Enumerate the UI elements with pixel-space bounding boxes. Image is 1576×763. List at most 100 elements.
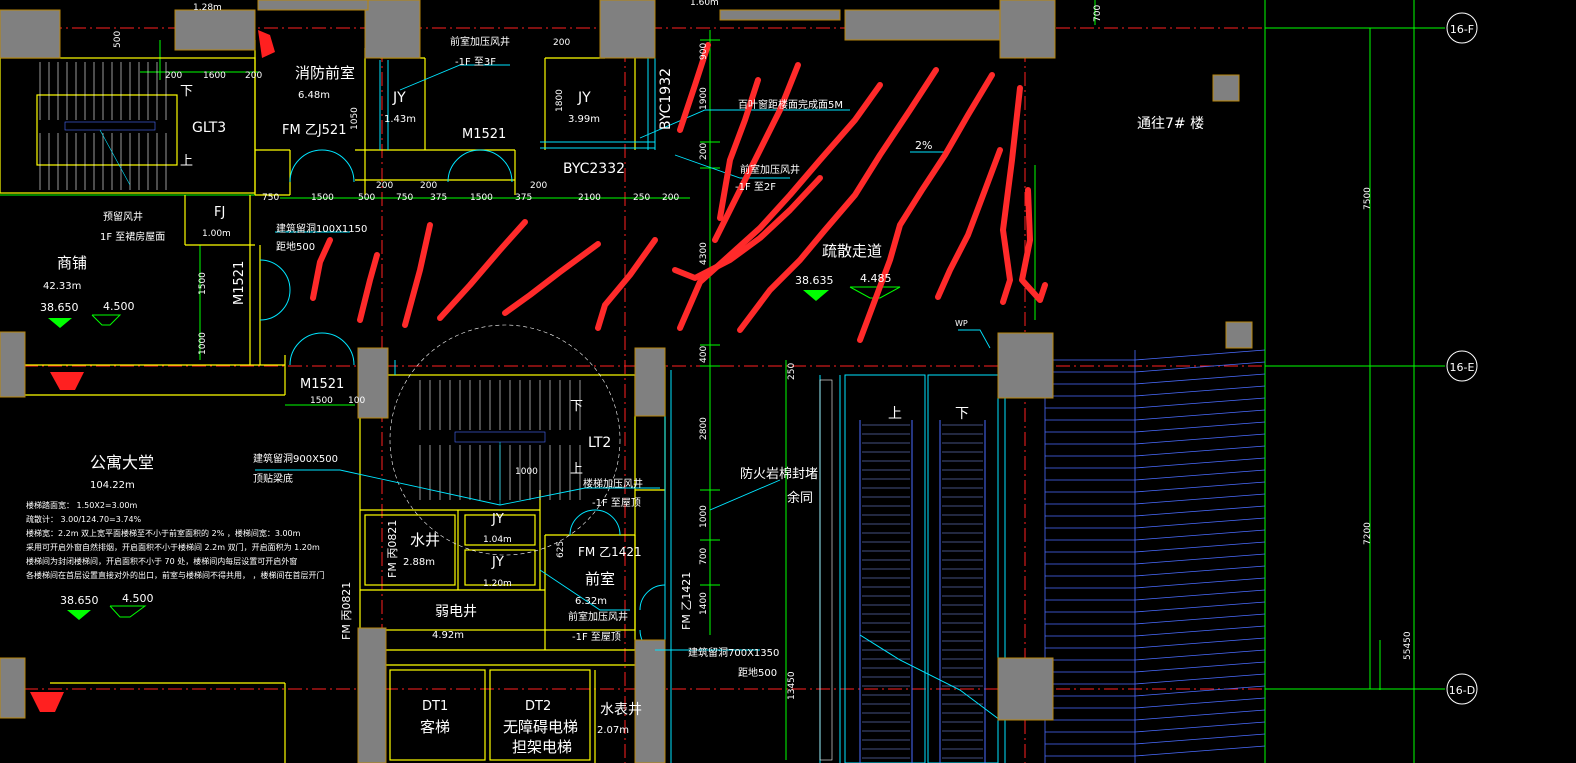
- label-jy-c-area: 1.04m: [483, 535, 512, 545]
- red-stroke: [672, 175, 823, 281]
- dim-200d: 200: [530, 181, 547, 191]
- label-reserve-shaft-floor: 1F 至裙房屋面: [100, 230, 165, 243]
- dim-750a: 750: [262, 193, 279, 203]
- label-lt2-down: 下: [570, 399, 583, 414]
- room-anteroom-area: 6.32m: [575, 596, 607, 607]
- dim-200a: 200: [165, 71, 182, 81]
- room-anteroom: 前室: [585, 570, 615, 588]
- label-tower: 通往7# 楼: [1137, 116, 1204, 132]
- blue-hatch: [1044, 349, 1266, 763]
- red-stroke: [437, 219, 528, 321]
- dim-1000a: 1000: [699, 505, 709, 528]
- room-water-well: 水井: [410, 531, 440, 549]
- green-grid: [0, 0, 1445, 763]
- shop-elevation-2: 4.500: [103, 300, 135, 313]
- dim-1500c: 1500: [310, 396, 333, 406]
- dim-1400: 1400: [699, 592, 709, 615]
- label-slope: 2%: [915, 139, 932, 152]
- label-lobby-shaft2-floor: -1F 至2F: [735, 181, 776, 193]
- dim-4300: 4300: [699, 242, 709, 265]
- dim-1900: 1900: [699, 87, 709, 110]
- note-6: 各楼梯间在首层设置直接对外的出口，前室与楼梯间不得共用， ，楼梯间在首层开门: [26, 570, 325, 580]
- dim-700a: 700: [699, 548, 709, 565]
- apartment-elevation-2: 4.500: [122, 592, 154, 605]
- red-stroke: [677, 82, 883, 331]
- dim-7200: 7200: [1363, 522, 1373, 545]
- dim-2800: 2800: [699, 417, 709, 440]
- label-hole-mid-2: 顶贴梁底: [253, 472, 293, 485]
- label-corridor: 疏散走道: [822, 242, 882, 260]
- label-jy-a: JY: [392, 90, 406, 106]
- label-fire-lobby-shaft-floor: -1F 至3F: [455, 56, 496, 68]
- label-fm-bing-b: FM 丙0821: [340, 582, 353, 640]
- label-dt1: DT1: [422, 699, 448, 714]
- label-m1521-left: M1521: [232, 261, 247, 305]
- red-stroke: [717, 77, 761, 221]
- room-fire-lobby-area: 6.48m: [298, 90, 330, 101]
- dim-7500: 7500: [1363, 187, 1373, 210]
- note-5: 楼梯间为封闭楼梯间，开启面积不小于 70 处，楼梯间内每层设置可开启外窗: [26, 556, 297, 566]
- dim-1600: 1600: [203, 71, 226, 81]
- dim-200e: 200: [662, 193, 679, 203]
- note-2: 疏散计： 3.00/124.70=3.74%: [26, 514, 142, 524]
- label-hole-mid: 建筑留洞900X500: [253, 452, 338, 465]
- leader-lines: [255, 64, 991, 651]
- dim-128: 1.28m: [193, 3, 222, 13]
- dim-200b: 200: [245, 71, 262, 81]
- dim-55450: 55450: [1403, 631, 1413, 660]
- dimension-labels: 1600 200 200 500 1050 750 1500 200 500 7…: [113, 0, 1413, 700]
- red-stroke: [357, 252, 380, 323]
- concrete-walls: [0, 0, 1253, 763]
- label-dt2-name-1: 无障碍电梯: [503, 718, 578, 736]
- yellow-walls: [0, 40, 666, 763]
- red-stroke: [712, 62, 801, 243]
- red-stroke: [502, 241, 601, 316]
- dim-200h: 200: [699, 143, 709, 160]
- dim-700b: 700: [1093, 5, 1103, 22]
- stair-glt3: [39, 62, 167, 190]
- dim-1500d: 1500: [198, 272, 208, 295]
- room-shop: 商铺: [57, 254, 87, 272]
- room-water-area: 2.88m: [403, 557, 435, 568]
- dim-375a: 375: [430, 193, 447, 203]
- axis-label-16d: 16-D: [1449, 684, 1475, 697]
- axis-lines: [0, 0, 1440, 763]
- dim-1500a: 1500: [311, 193, 334, 203]
- dim-625: 625: [556, 541, 566, 558]
- dim-2100: 2100: [578, 193, 601, 203]
- label-fireproof-2: 余同: [787, 490, 813, 506]
- dim-250a: 250: [633, 193, 650, 203]
- room-meter-area: 2.07m: [597, 725, 629, 736]
- label-m1521-top: M1521: [462, 127, 506, 142]
- escalator: 上 下: [819, 374, 1001, 763]
- label-fireproof: 防火岩棉封堵: [740, 466, 818, 482]
- dim-200g: 200: [553, 38, 570, 48]
- label-hole-top-2: 距地500: [276, 240, 315, 253]
- escalator-down-label: 下: [955, 406, 969, 422]
- label-glt3: GLT3: [192, 120, 226, 136]
- label-fj: FJ: [214, 205, 225, 220]
- label-louver-note: 百叶窗距楼面完成面5M: [738, 98, 843, 111]
- elevation-markers: [48, 286, 901, 620]
- corridor-elevation-2: 4.485: [860, 272, 892, 285]
- label-jy-b-area: 3.99m: [568, 114, 600, 125]
- dim-1000c: 1000: [515, 467, 538, 477]
- label-dt1-name: 客梯: [420, 718, 450, 736]
- label-byc1932: BYC1932: [658, 68, 674, 130]
- corridor-elevation-1: 38.635: [795, 274, 834, 287]
- axis-label-16e: 16-E: [1450, 361, 1475, 374]
- apartment-elevation-1: 38.650: [60, 594, 99, 607]
- stair-lt2: [389, 324, 621, 556]
- dim-250b: 250: [787, 363, 797, 380]
- label-anteroom-shaft-floor: -1F 至屋顶: [572, 631, 621, 643]
- escalator-up-label: 上: [888, 406, 902, 422]
- room-weak-area: 4.92m: [432, 630, 464, 641]
- label-byc2332: BYC2332: [563, 161, 625, 177]
- dim-1800: 1800: [555, 89, 565, 112]
- fire-symbols: [30, 30, 275, 712]
- label-lobby-shaft2: 前室加压风井: [740, 163, 800, 176]
- dim-100: 100: [348, 396, 365, 406]
- room-weak-well: 弱电井: [435, 604, 477, 620]
- note-4: 采用可开启外窗自然排烟，开启面积不小于楼梯间 2.2m 双门，开启面积为 1.2…: [26, 542, 320, 552]
- dim-200f: 200: [420, 181, 437, 191]
